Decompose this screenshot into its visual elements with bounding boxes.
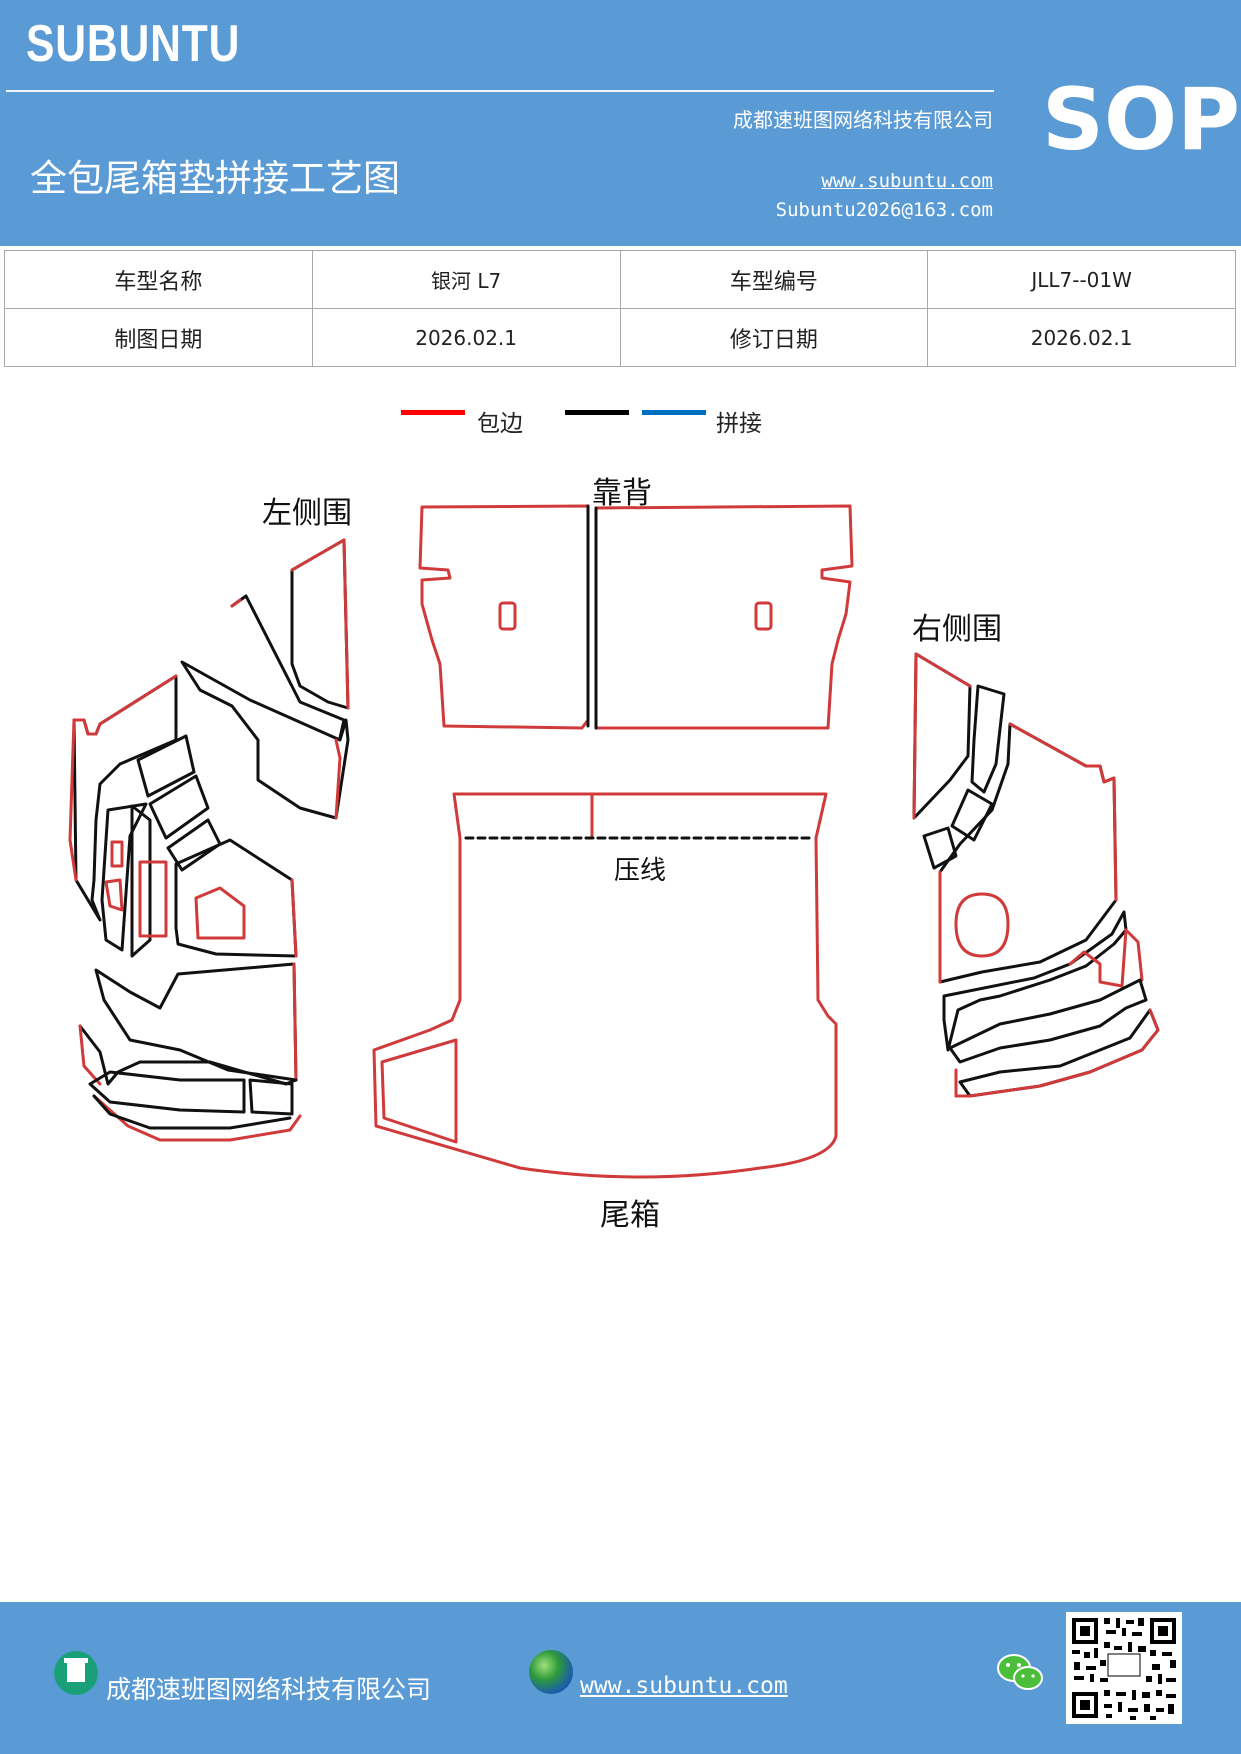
vehicle-info-table: 车型名称 银河 L7 车型编号 JLL7--01W 制图日期 2026.02.1…	[4, 250, 1236, 367]
backrest-right-panel	[594, 504, 854, 730]
footer-website-link[interactable]: www.subuntu.com	[580, 1673, 788, 1699]
table-row: 车型名称 银河 L7 车型编号 JLL7--01W	[4, 250, 1236, 309]
header-email: Subuntu2026@163.com	[775, 199, 993, 221]
table-cell-value: JLL7--01W	[927, 250, 1236, 309]
backrest-left-panel	[418, 504, 590, 730]
legend-swatch-black	[565, 410, 629, 415]
wechat-icon	[997, 1654, 1043, 1690]
label-trunk: 尾箱	[600, 1198, 660, 1233]
label-crease: 压线	[614, 856, 667, 886]
footer-company: 成都速班图网络科技有限公司	[106, 1675, 432, 1704]
legend-label-edge: 包边	[477, 411, 523, 437]
trunk-mat-diagram	[68, 504, 1160, 1179]
label-backrest: 靠背	[592, 476, 652, 511]
table-cell-value: 银河 L7	[311, 250, 621, 309]
right-side-panels	[912, 652, 1160, 1098]
table-row: 制图日期 2026.02.1 修订日期 2026.02.1	[4, 308, 1236, 367]
brand-logo: SUBUNTU	[26, 15, 241, 73]
header-band: SUBUNTU 成都速班图网络科技有限公司 全包尾箱垫拼接工艺图 www.sub…	[0, 0, 1241, 246]
label-right-side: 右侧围	[912, 612, 1002, 647]
header-company: 成都速班图网络科技有限公司	[733, 108, 993, 132]
legend-swatch-red	[401, 410, 465, 415]
building-icon	[54, 1651, 98, 1695]
table-cell-label: 修订日期	[619, 308, 929, 367]
qr-code	[1066, 1612, 1182, 1724]
page-title: 全包尾箱垫拼接工艺图	[30, 157, 400, 200]
legend-swatch-blue	[642, 410, 706, 415]
trunk-floor-panel	[372, 792, 838, 1179]
legend-label-seam: 拼接	[716, 411, 762, 437]
left-side-panels	[68, 538, 350, 1142]
doc-type-badge: SOP	[1042, 70, 1241, 170]
label-left-side: 左侧围	[262, 496, 352, 531]
header-website-link[interactable]: www.subuntu.com	[821, 170, 993, 192]
header-divider	[6, 90, 994, 92]
table-cell-label: 制图日期	[4, 308, 313, 367]
table-cell-label: 车型名称	[4, 250, 313, 309]
table-cell-value: 2026.02.1	[927, 308, 1236, 367]
table-cell-value: 2026.02.1	[311, 308, 621, 367]
table-cell-label: 车型编号	[619, 250, 929, 309]
globe-icon	[529, 1650, 573, 1694]
